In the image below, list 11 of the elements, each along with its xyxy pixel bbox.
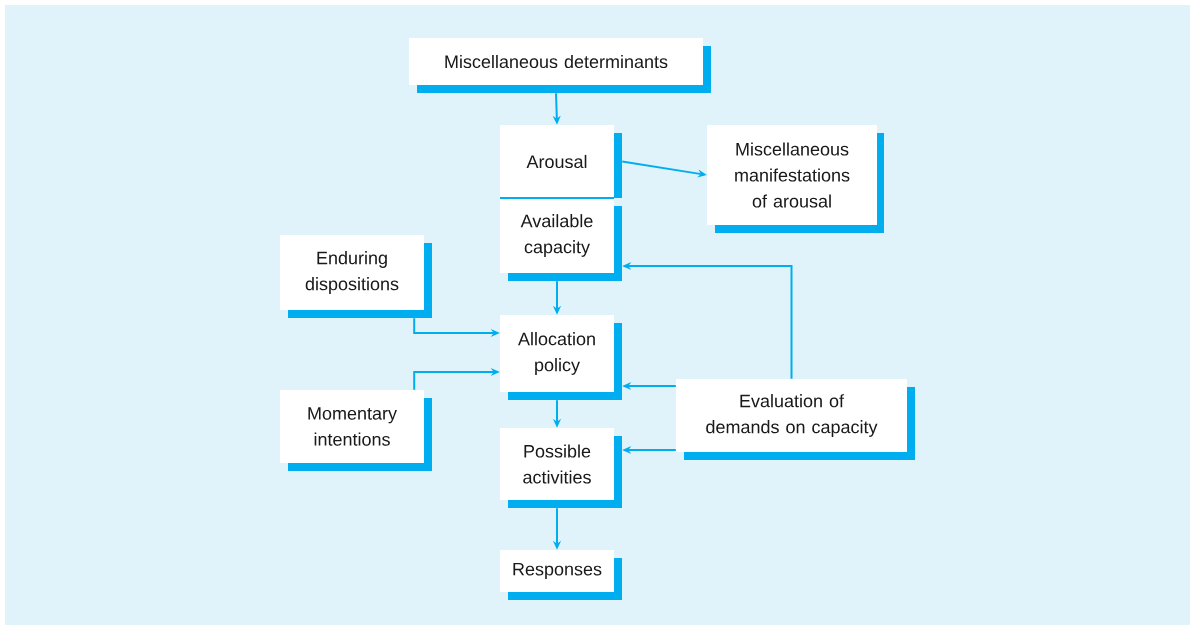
text-box: Momentary intentions xyxy=(280,390,432,471)
node-label: Arousal xyxy=(526,154,587,169)
text-box: Enduring dispositions xyxy=(280,235,432,318)
text-box: Miscellaneous determinants xyxy=(409,38,711,93)
text-box: Possible activities xyxy=(500,428,622,508)
text-box: Evaluation of demands on capacity xyxy=(676,379,915,460)
text-box: Miscellaneous manifestations of arousal xyxy=(707,125,884,233)
text-box: Responses xyxy=(500,550,622,600)
text-box: Available capacity xyxy=(500,198,622,281)
text-box: Arousal xyxy=(500,125,622,198)
text-box: Allocation policy xyxy=(500,315,622,400)
